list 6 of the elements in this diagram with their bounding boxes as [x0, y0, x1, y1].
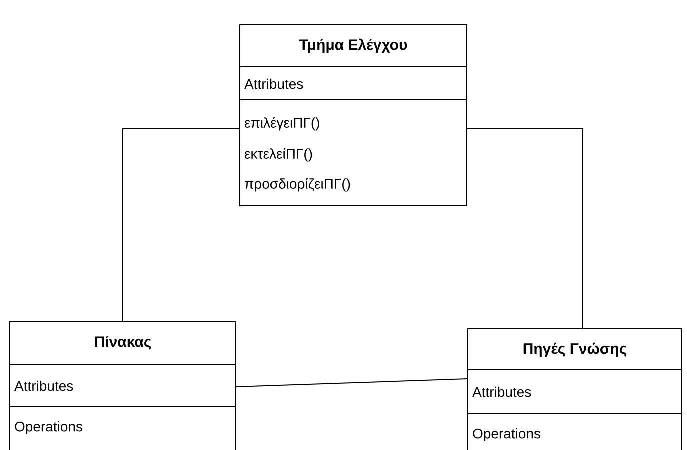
association-line — [236, 378, 468, 388]
class-box: Πίνακας Attributes Operations — [10, 322, 236, 450]
class-box: Τμήμα Ελέγχου Attributes επιλέγειΠΓ() εκτελείΠΓ() προσδιορίζειΠΓ() — [240, 24, 468, 206]
association-line — [122, 128, 240, 322]
class-box: Πηγές Γνώσης Attributes Operations — [468, 328, 682, 450]
association-line — [467, 128, 584, 329]
